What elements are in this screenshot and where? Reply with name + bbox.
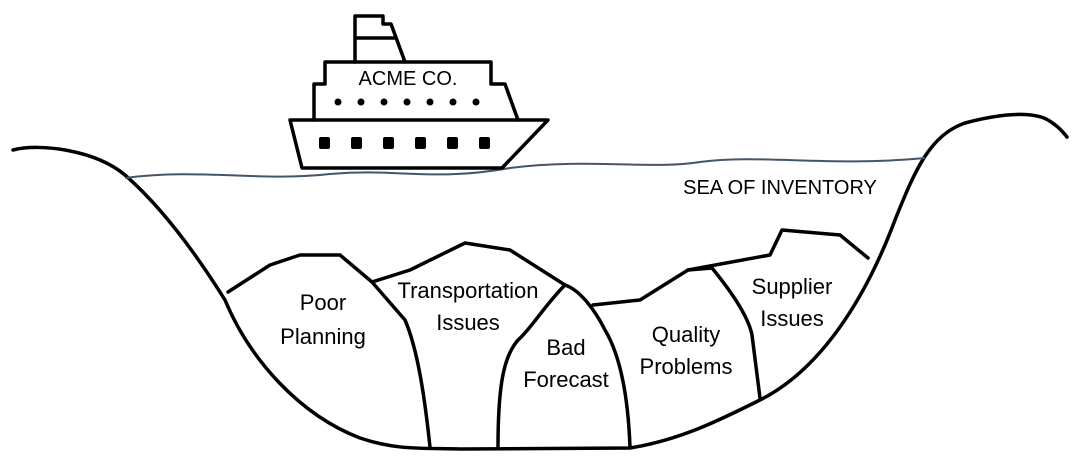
ship-window	[380, 98, 388, 106]
rock-poor-planning	[226, 253, 432, 449]
ship-window	[472, 98, 480, 106]
rock-label-line: Issues	[760, 306, 824, 331]
ship-hull-windows	[319, 137, 490, 149]
ship-porthole	[351, 137, 362, 149]
ship-hull	[288, 118, 550, 170]
ship-porthole	[447, 137, 458, 149]
ship-window	[449, 98, 457, 106]
rock-label-line: Quality	[652, 322, 720, 347]
rock-transportation-issues	[370, 241, 567, 449]
ship-window	[403, 98, 411, 106]
rock-label-line: Problems	[640, 354, 733, 379]
ship-porthole	[383, 137, 394, 149]
ship-funnel	[353, 14, 407, 64]
rock-label-line: Forecast	[523, 367, 609, 392]
rock-label-line: Transportation	[397, 278, 538, 303]
rock-label-line: Issues	[436, 310, 500, 335]
ship-window	[357, 98, 365, 106]
ship-name: ACME CO.	[359, 68, 458, 90]
ship-porthole	[319, 137, 330, 149]
sea-label: SEA OF INVENTORY	[683, 177, 877, 199]
ship-cabin	[312, 60, 520, 122]
sea-surface	[124, 157, 926, 179]
ship-upper-windows	[334, 98, 480, 106]
ship-porthole	[415, 137, 426, 149]
rock-label-line: Poor	[300, 290, 346, 315]
rock-bad-forecast	[563, 283, 632, 449]
ship-window	[426, 98, 434, 106]
basin-outline	[11, 112, 1069, 451]
rock-label-line: Supplier	[752, 274, 833, 299]
rock-label-line: Planning	[280, 324, 366, 349]
ship-porthole	[479, 137, 490, 149]
ship-window	[334, 98, 342, 106]
rock-label-line: Bad	[546, 335, 585, 360]
rock-supplier-issues	[686, 228, 870, 272]
